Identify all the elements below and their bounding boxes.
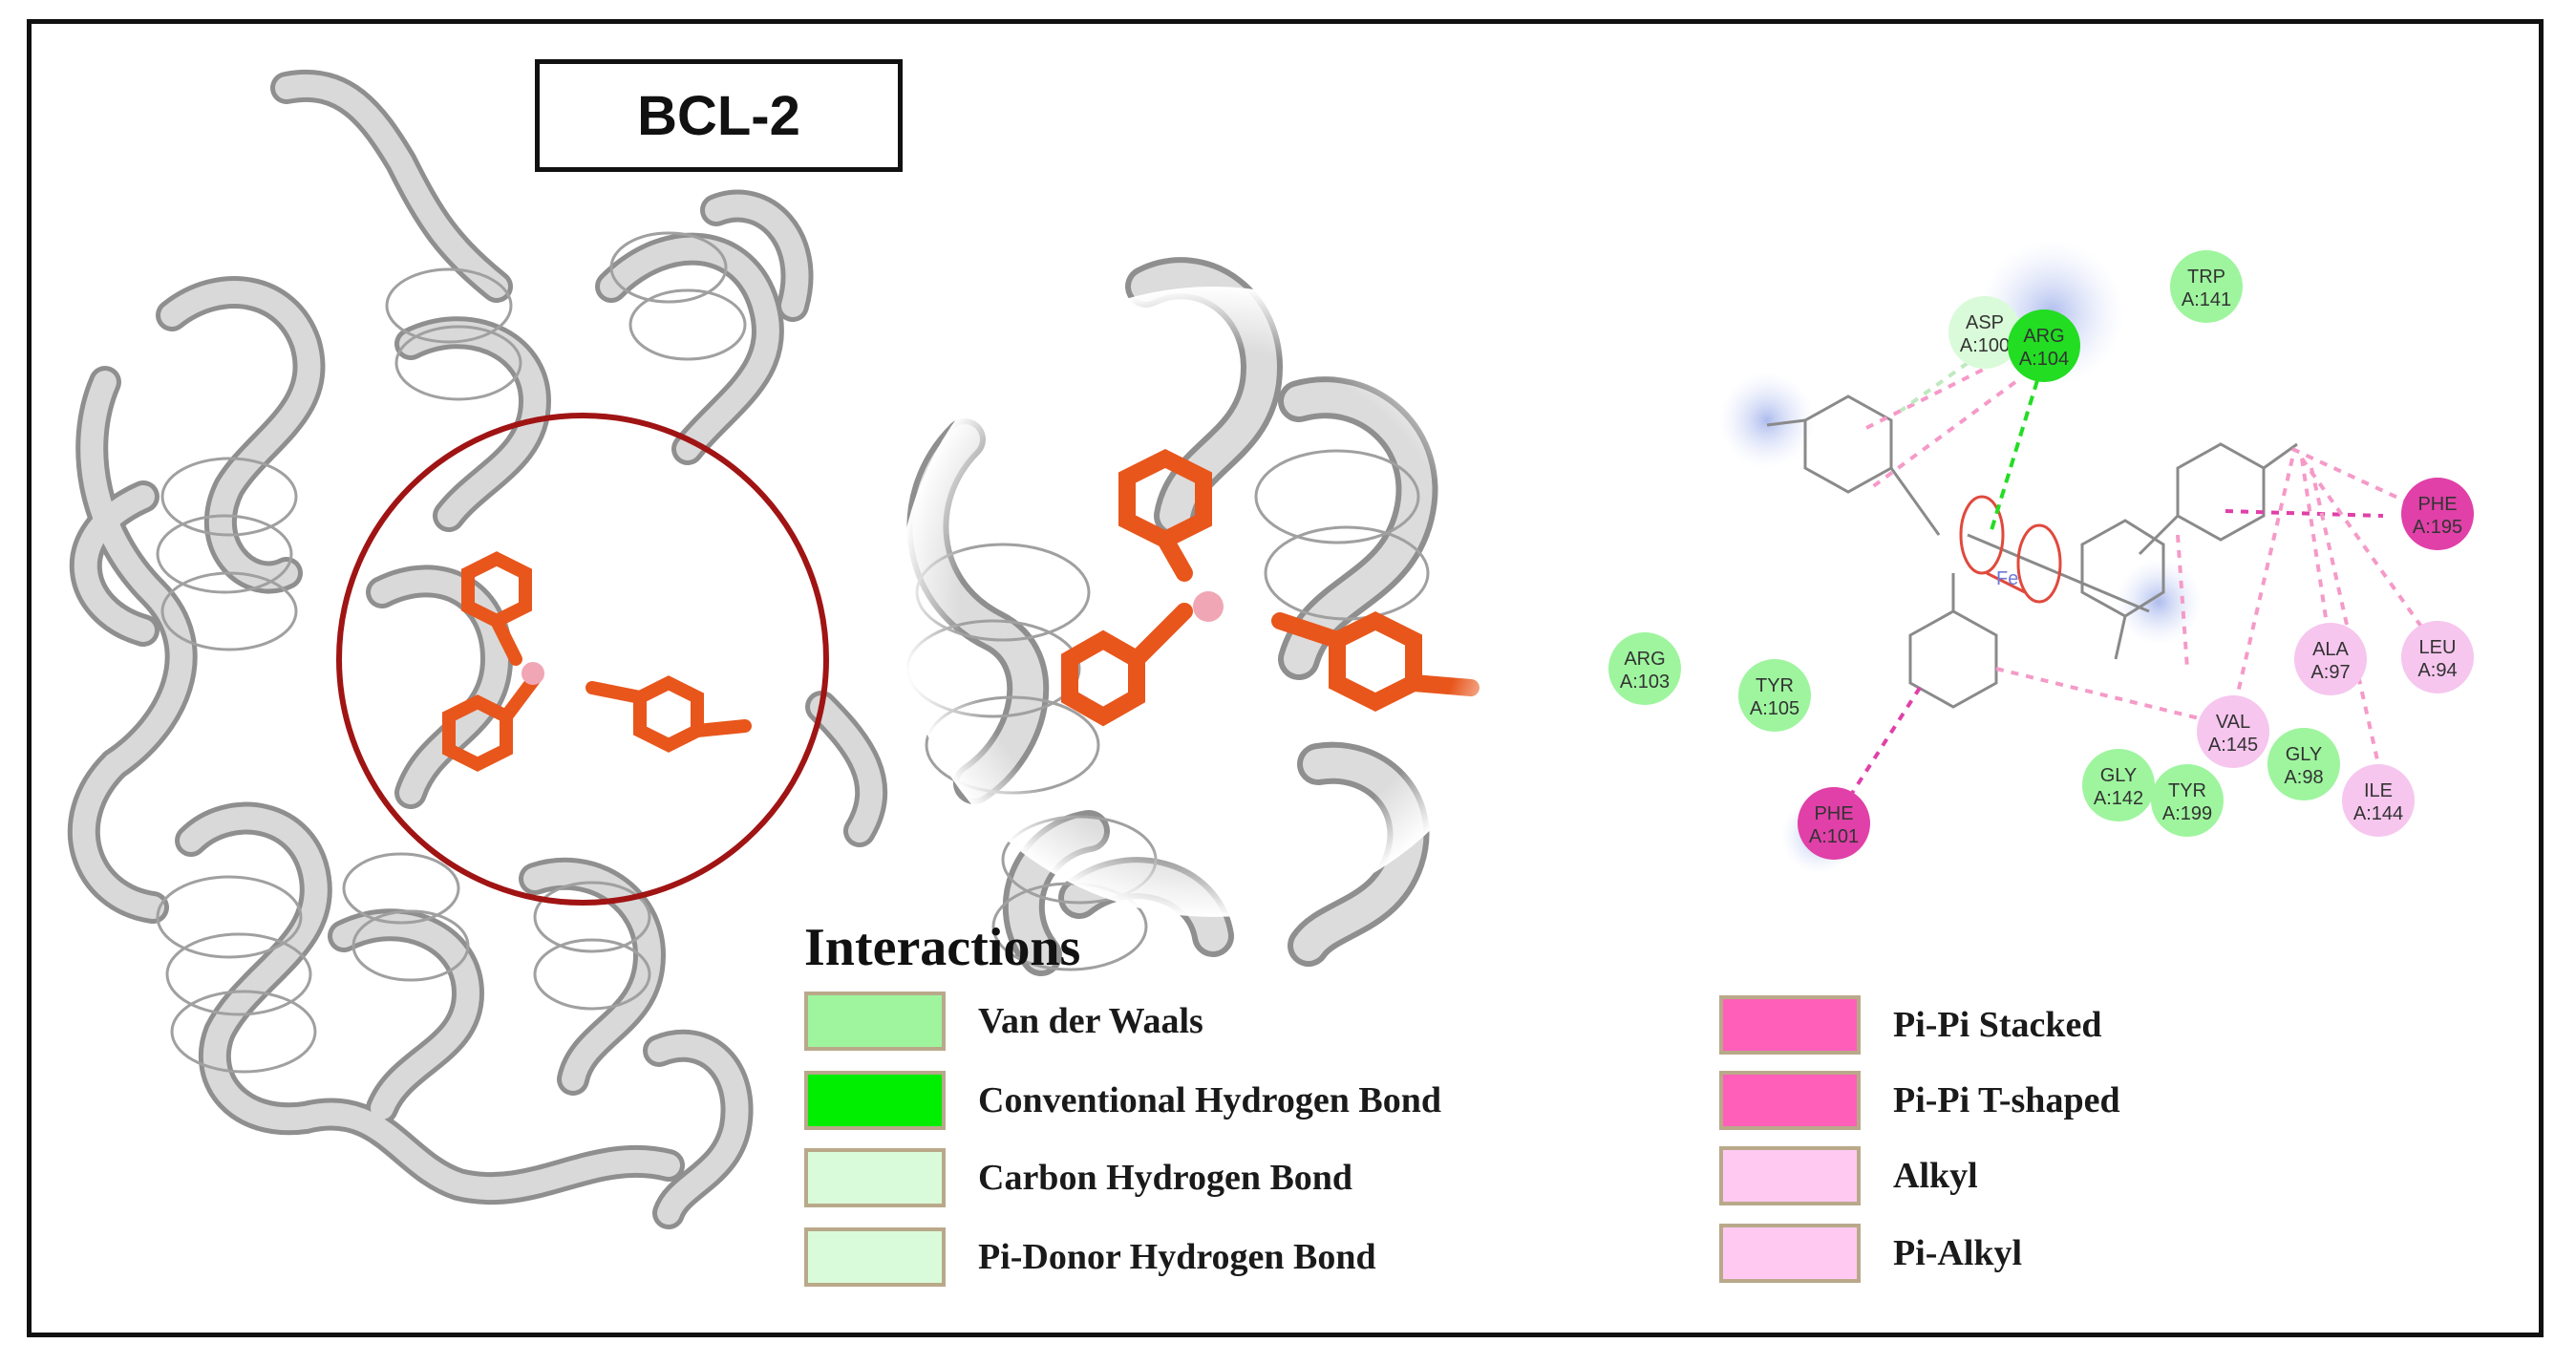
residue-disk <box>2082 749 2155 821</box>
residue-name: GLY <box>2100 765 2138 786</box>
residue-name: TYR <box>1756 675 1794 696</box>
legend-label: Pi-Alkyl <box>1893 1233 2023 1273</box>
residue-disk <box>2342 764 2415 837</box>
residue-name: ALA <box>2312 639 2349 660</box>
residue-name: TYR <box>2168 780 2206 801</box>
residue-name: LEU <box>2419 637 2457 658</box>
legend-label: Pi-Donor Hydrogen Bond <box>978 1237 1376 1277</box>
residue-name: ARG <box>2023 326 2064 347</box>
legend-label: Pi-Pi Stacked <box>1893 1005 2102 1045</box>
residue-name: ASP <box>1966 312 2004 333</box>
residue-disk <box>2170 250 2243 323</box>
residue-number: A:103 <box>1620 672 1670 693</box>
residue-name: ILE <box>2364 780 2393 801</box>
legend-item-pi-pi-t-shaped: Pi-Pi T-shaped <box>1719 1069 2120 1132</box>
residue-number: A:195 <box>2413 517 2462 538</box>
legend-swatch <box>1719 1071 1861 1130</box>
residue-number: A:144 <box>2353 803 2403 824</box>
residue-disk <box>2197 695 2269 768</box>
legend-label: Pi-Pi T-shaped <box>1893 1080 2120 1120</box>
legend-swatch <box>1719 1146 1861 1205</box>
residue-disk <box>2401 621 2474 693</box>
residue-disk <box>2151 764 2224 837</box>
ligand-stick-model <box>442 551 752 772</box>
zoom-vignette <box>898 287 1528 917</box>
ligand-2d-skeleton <box>1766 395 2298 709</box>
legend-item-alkyl: Alkyl <box>1719 1144 1978 1207</box>
binding-site-circle <box>336 413 829 906</box>
residue-name: ARG <box>1624 649 1665 670</box>
panel-title: BCL-2 <box>535 59 903 172</box>
residue-disk <box>1738 659 1811 732</box>
solvent-halo <box>2116 559 2202 645</box>
residue-disk <box>1608 632 1681 705</box>
legend-item-pi-pi-stacked: Pi-Pi Stacked <box>1719 993 2101 1056</box>
residue-disk <box>1948 296 2021 369</box>
residue-disk <box>2008 309 2080 382</box>
legend-swatch <box>804 1148 946 1207</box>
legend-item-pi-alkyl: Pi-Alkyl <box>1719 1222 2022 1285</box>
residue-number: A:101 <box>1809 826 1859 847</box>
residue-disk <box>1798 787 1870 860</box>
residue-name: PHE <box>2417 494 2457 515</box>
residue-number: A:100 <box>1960 335 2010 356</box>
metal-coordination <box>1959 495 2062 604</box>
residue-number: A:141 <box>2182 289 2231 310</box>
residue-disk <box>2267 728 2340 800</box>
legend-swatch <box>804 1227 946 1287</box>
residue-disk <box>2401 478 2474 550</box>
residue-number: A:105 <box>1750 698 1799 719</box>
residue-number: A:98 <box>2284 767 2323 788</box>
residue-name: PHE <box>1814 803 1853 824</box>
interaction-lines <box>1832 361 2433 823</box>
residue-number: A:199 <box>2162 803 2212 824</box>
solvent-halo <box>1719 373 1815 468</box>
legend-swatch <box>804 1071 946 1130</box>
protein-ribbon-structure <box>67 69 888 1229</box>
legend-label: Conventional Hydrogen Bond <box>978 1080 1441 1120</box>
legend-swatch <box>1719 1224 1861 1283</box>
legend-label: Carbon Hydrogen Bond <box>978 1158 1353 1198</box>
legend-swatch <box>1719 995 1861 1055</box>
legend-item-van-der-waals: Van der Waals <box>804 990 1203 1053</box>
legend-item-conventional-hydrogen-bond: Conventional Hydrogen Bond <box>804 1069 1441 1132</box>
residue-number: A:97 <box>2310 662 2350 683</box>
residue-disk <box>2294 623 2367 695</box>
residue-number: A:142 <box>2094 788 2143 809</box>
legend-label: Van der Waals <box>978 1001 1203 1041</box>
legend-item-carbon-hydrogen-bond: Carbon Hydrogen Bond <box>804 1146 1352 1209</box>
residue-name: VAL <box>2216 712 2250 733</box>
residue-name: TRP <box>2187 267 2225 288</box>
residue-number: A:104 <box>2019 349 2069 370</box>
metal-atom <box>522 662 544 685</box>
legend-label: Alkyl <box>1893 1156 1978 1196</box>
residue-name: GLY <box>2286 744 2323 765</box>
residue-number: A:145 <box>2208 735 2258 756</box>
legend-swatch <box>804 992 946 1051</box>
metal-symbol: Fe <box>1996 568 2018 589</box>
residue-number: A:94 <box>2417 660 2457 681</box>
legend-heading: Interactions <box>804 918 1081 977</box>
legend-item-pi-donor-hydrogen-bond: Pi-Donor Hydrogen Bond <box>804 1226 1376 1289</box>
